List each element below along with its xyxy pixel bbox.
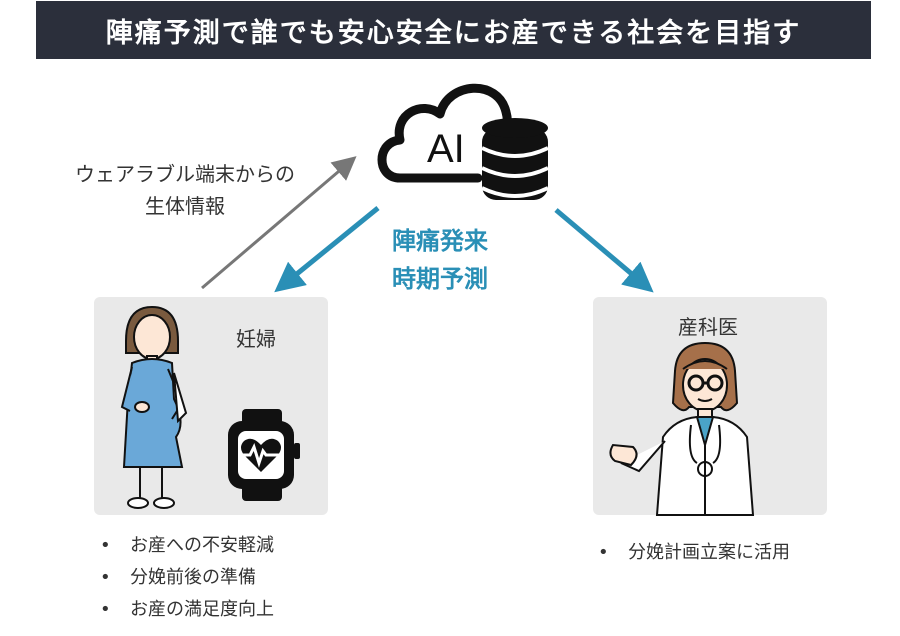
obstetrician-benefit-1: 分娩計画立案に活用 [598,537,790,569]
banner-title: 陣痛予測で誰でも安心安全にお産できる社会を目指す [105,17,802,49]
prediction-label: 陣痛発来 時期予測 [360,222,520,298]
pregnant-benefit-1: お産への不安軽減 [100,530,274,562]
pregnant-woman-illustration [120,305,188,509]
wearable-line-2: 生体情報 [145,194,225,218]
wearable-data-label: ウェアラブル端末からの 生体情報 [40,158,330,222]
prediction-to-obstetrician-arrow [554,208,654,293]
prediction-to-pregnant-arrow [274,206,380,293]
smartwatch-heart-icon [228,409,300,501]
doctor-illustration [609,341,755,516]
pregnant-benefit-3: お産の満足度向上 [100,594,274,626]
pregnant-title: 妊婦 [236,327,276,351]
obstetrician-benefits-list: 分娩計画立案に活用 [598,537,790,569]
prediction-line-1: 陣痛発来 [392,227,488,255]
obstetrician-title: 産科医 [678,315,738,339]
pregnant-benefit-2: 分娩前後の準備 [100,562,274,594]
pregnant-benefits-list: お産への不安軽減 分娩前後の準備 お産の満足度向上 [100,530,274,626]
title-banner: 陣痛予測で誰でも安心安全にお産できる社会を目指す [36,1,871,59]
database-icon [481,118,549,200]
prediction-line-2: 時期予測 [392,265,488,293]
wearable-line-1: ウェアラブル端末からの [75,162,295,186]
pregnant-panel: 妊婦 [94,297,328,515]
ai-label: AI [427,127,465,171]
ai-cloud-database-icon: AI [377,83,549,200]
obstetrician-panel: 産科医 [593,297,827,516]
wearable-data-arrow [201,156,357,290]
